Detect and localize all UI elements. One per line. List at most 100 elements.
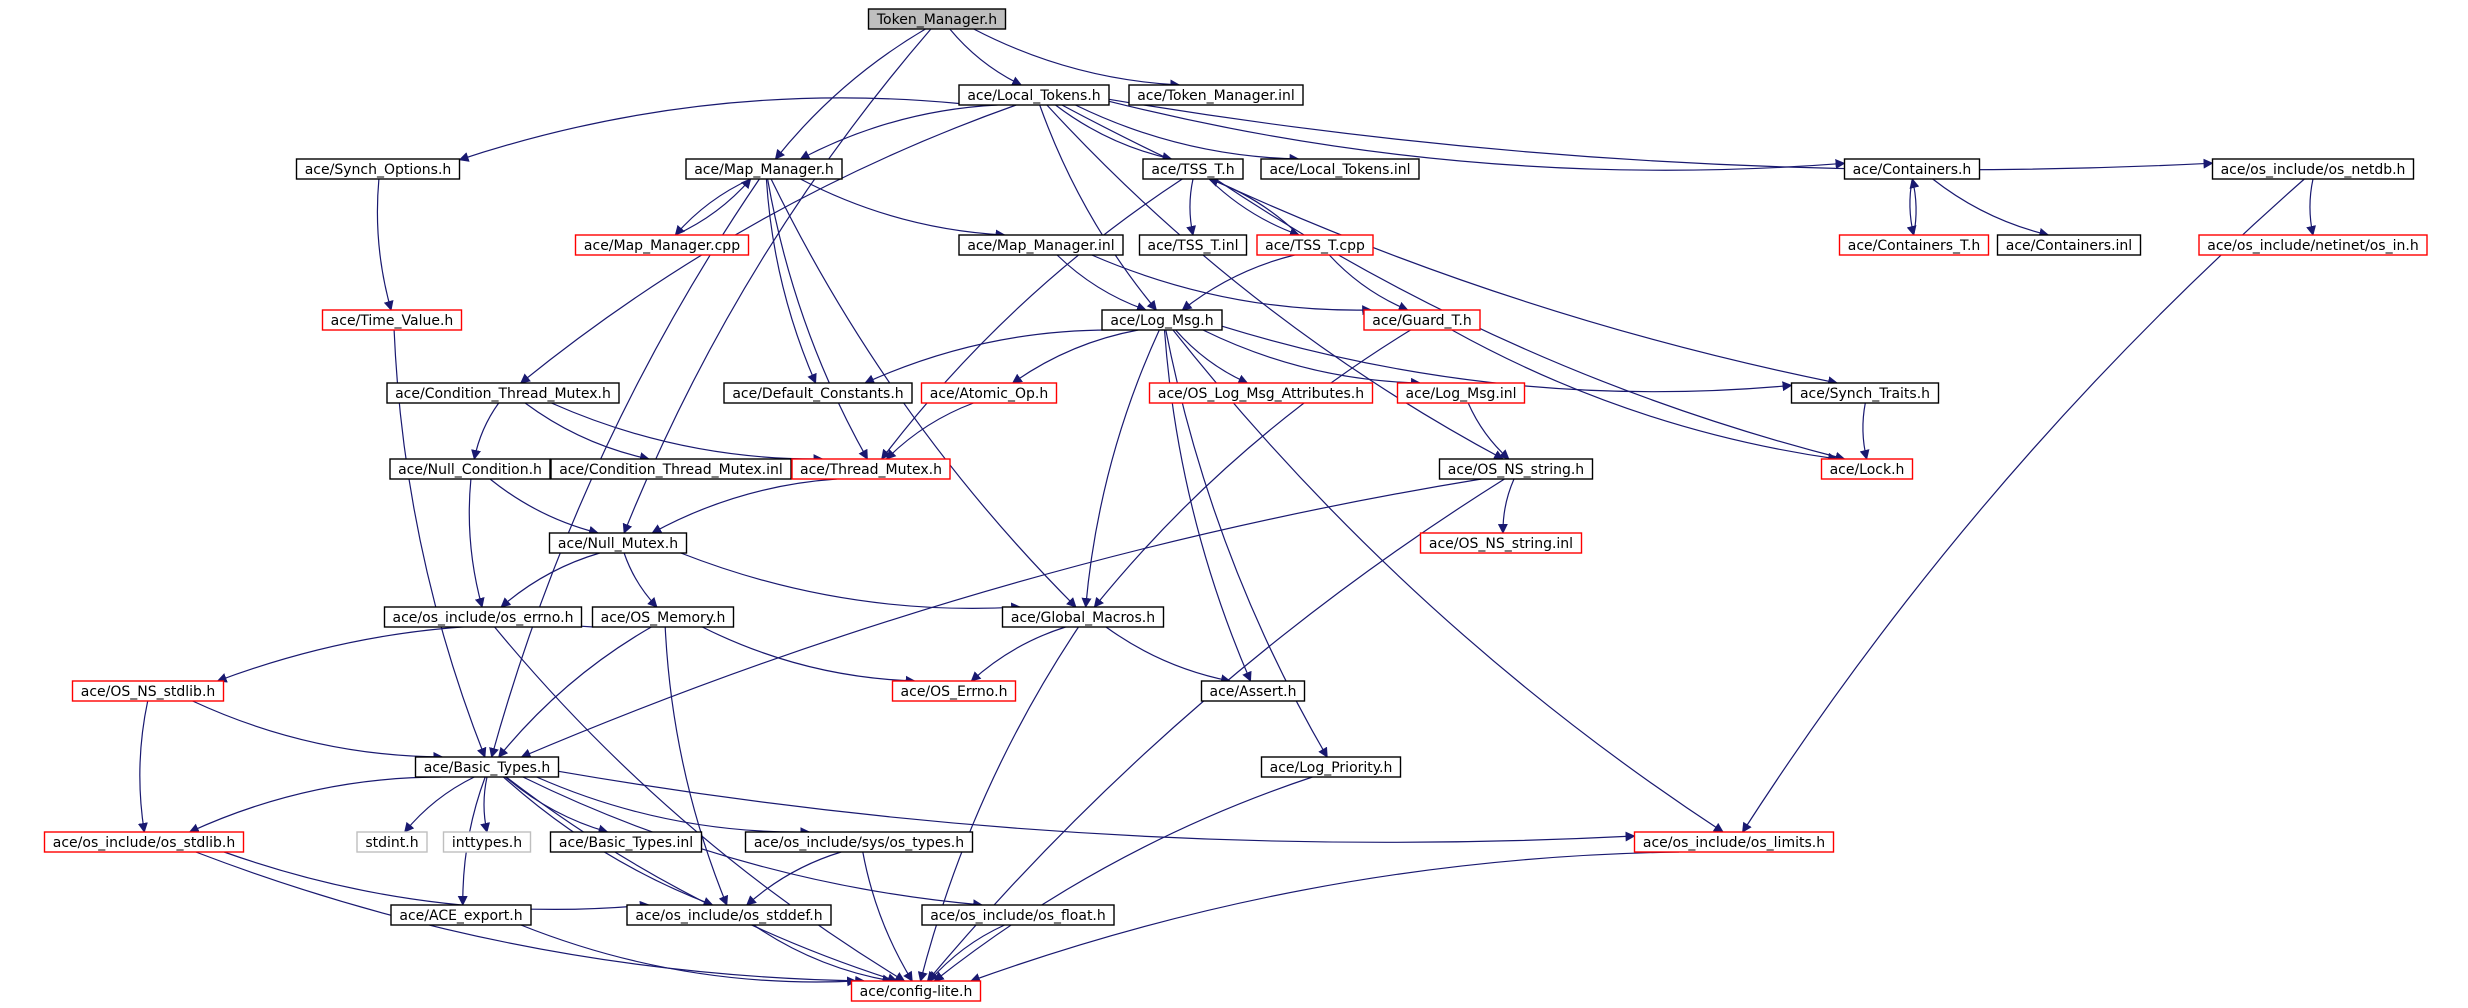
file-node-containers-inl[interactable]: ace/Containers.inl [1996,234,2142,256]
file-node-box [685,158,843,180]
file-node-os-types-h[interactable]: ace/os_include/sys/os_types.h [744,831,974,853]
file-node-synch-options-h[interactable]: ace/Synch_Options.h [295,158,461,180]
file-node-os-limits-h[interactable]: ace/os_include/os_limits.h [1633,831,1835,853]
file-node-os-errno-cap-h[interactable]: ace/OS_Errno.h [891,680,1017,702]
edge-os-netdb-h-to-os-in-h [2306,178,2316,236]
file-node-box [1790,382,1940,404]
file-node-label: ace/Log_Msg.inl [1406,386,1517,402]
edge-tss-t-h-to-lock-h [1215,178,1846,462]
file-node-box [550,458,792,480]
file-node-os-ns-string-h[interactable]: ace/OS_NS_string.h [1438,458,1594,480]
file-node-label: ace/config-lite.h [860,984,973,1000]
file-node-tss-t-h[interactable]: ace/TSS_T.h [1142,158,1244,180]
file-node-config-lite-h[interactable]: ace/config-lite.h [850,980,982,1002]
file-node-map-manager-cpp[interactable]: ace/Map_Manager.cpp [574,234,750,256]
edge-global-macros-h-to-os-errno-cap-h [970,626,1066,682]
file-node-log-msg-inl[interactable]: ace/Log_Msg.inl [1396,382,1526,404]
file-node-atomic-op-h[interactable]: ace/Atomic_Op.h [920,382,1058,404]
file-node-os-ns-string-inl[interactable]: ace/OS_NS_string.inl [1419,532,1583,554]
file-node-os-ns-stdlib-h[interactable]: ace/OS_NS_stdlib.h [71,680,225,702]
file-node-token-manager-inl[interactable]: ace/Token_Manager.inl [1128,84,1304,106]
file-node-local-tokens-h[interactable]: ace/Local_Tokens.h [958,84,1110,106]
file-node-guard-t-h[interactable]: ace/Guard_T.h [1363,309,1481,331]
file-node-box [1419,532,1583,554]
edge-containers-h-to-containers-t-h [1906,178,1917,236]
file-node-inttypes-h[interactable]: inttypes.h [442,831,532,853]
file-node-label: ace/Log_Msg.h [1110,313,1213,329]
file-node-label: ace/Map_Manager.h [694,162,834,178]
edge-basic-types-h-to-os-limits-h [558,770,1636,843]
file-node-basic-types-inl[interactable]: ace/Basic_Types.inl [549,831,703,853]
file-node-thread-mutex-h[interactable]: ace/Thread_Mutex.h [791,458,951,480]
file-node-label: ace/Lock.h [1830,462,1905,478]
edge-log-msg-h-to-os-log-msg-attr-h [1175,329,1249,384]
file-node-map-manager-h[interactable]: ace/Map_Manager.h [685,158,843,180]
edge-tss-t-h-to-tss-t-inl [1186,178,1196,236]
edge-log-msg-h-to-atomic-op-h [1011,329,1139,384]
file-node-ace-export-h[interactable]: ace/ACE_export.h [390,904,532,926]
edge-thread-mutex-h-to-null-mutex-h [651,478,837,534]
file-node-label: ace/Synch_Options.h [305,162,452,178]
file-node-global-macros-h[interactable]: ace/Global_Macros.h [1001,606,1165,628]
file-node-label: ace/Local_Tokens.inl [1269,162,1410,178]
file-node-log-msg-h[interactable]: ace/Log_Msg.h [1101,309,1223,331]
file-node-cond-thread-mutex-h[interactable]: ace/Condition_Thread_Mutex.h [386,382,620,404]
file-node-cond-thread-mutex-inl[interactable]: ace/Condition_Thread_Mutex.inl [550,458,792,480]
file-node-label: ace/Thread_Mutex.h [800,462,942,478]
file-node-log-priority-h[interactable]: ace/Log_Priority.h [1260,756,1402,778]
file-node-label: Token_Manager.h [876,12,997,28]
file-node-os-stdlib-h[interactable]: ace/os_include/os_stdlib.h [43,831,245,853]
file-node-os-errno-h[interactable]: ace/os_include/os_errno.h [383,606,583,628]
file-node-label: ace/Log_Priority.h [1270,760,1393,776]
file-node-local-tokens-inl[interactable]: ace/Local_Tokens.inl [1260,158,1420,180]
edge-log-msg-h-to-default-constants-h [864,329,1115,384]
file-node-time-value-h[interactable]: ace/Time_Value.h [321,309,463,331]
file-node-null-mutex-h[interactable]: ace/Null_Mutex.h [548,532,688,554]
edge-os-stddef-h-to-config-lite-h [753,924,893,985]
file-node-token-manager-h[interactable]: Token_Manager.h [867,8,1007,30]
edge-token-manager-h-to-token-manager-inl [973,28,1181,90]
file-node-label: ace/Map_Manager.inl [967,238,1114,254]
edge-os-float-h-to-config-lite-h [928,924,1005,982]
file-node-os-in-h[interactable]: ace/os_include/netinet/os_in.h [2198,234,2428,256]
edge-token-manager-h-to-local-tokens-h [949,28,1023,86]
file-node-null-condition-h[interactable]: ace/Null_Condition.h [389,458,551,480]
file-node-assert-h[interactable]: ace/Assert.h [1200,680,1306,702]
file-node-box [850,980,982,1002]
edge-basic-types-h-to-os-float-h [522,776,984,910]
file-node-tss-t-cpp[interactable]: ace/TSS_T.cpp [1256,234,1374,256]
file-node-synch-traits-h[interactable]: ace/Synch_Traits.h [1790,382,1940,404]
file-node-os-stddef-h[interactable]: ace/os_include/os_stddef.h [626,904,832,926]
file-node-os-float-h[interactable]: ace/os_include/os_float.h [921,904,1115,926]
edge-local-tokens-h-to-os-netdb-h [1108,98,2214,171]
file-node-lock-h[interactable]: ace/Lock.h [1820,458,1914,480]
file-node-os-log-msg-attr-h[interactable]: ace/OS_Log_Msg_Attributes.h [1148,382,1374,404]
file-node-default-constants-h[interactable]: ace/Default_Constants.h [723,382,913,404]
file-node-containers-h[interactable]: ace/Containers.h [1843,158,1981,180]
dependency-edges [137,28,2316,987]
file-node-label: ace/Atomic_Op.h [930,386,1048,402]
file-node-stdint-h[interactable]: stdint.h [356,831,428,853]
file-node-basic-types-h[interactable]: ace/Basic_Types.h [414,756,560,778]
file-node-label: ace/Condition_Thread_Mutex.h [395,386,611,402]
file-node-label: ace/Time_Value.h [331,313,454,329]
file-node-os-memory-h[interactable]: ace/OS_Memory.h [591,606,735,628]
file-node-label: ace/OS_NS_string.inl [1429,536,1573,552]
file-node-tss-t-inl[interactable]: ace/TSS_T.inl [1138,234,1248,256]
file-node-box [1820,458,1914,480]
file-node-box [1260,158,1420,180]
file-node-label: ace/TSS_T.cpp [1265,238,1365,254]
file-node-containers-t-h[interactable]: ace/Containers_T.h [1838,234,1990,256]
edge-log-msg-h-to-log-msg-inl [1202,329,1421,388]
file-node-box [321,309,463,331]
file-node-map-manager-inl[interactable]: ace/Map_Manager.inl [958,234,1124,256]
file-node-label: ace/Assert.h [1210,684,1297,700]
edge-map-manager-inl-to-log-msg-h [1056,254,1147,312]
edge-local-tokens-h-to-containers-h [1108,100,1846,171]
edge-local-tokens-h-to-tss-t-h [1055,104,1173,162]
file-node-label: ace/Null_Condition.h [398,462,542,478]
file-node-box [1142,158,1244,180]
file-node-os-netdb-h[interactable]: ace/os_include/os_netdb.h [2211,158,2415,180]
file-node-box [1843,158,1981,180]
